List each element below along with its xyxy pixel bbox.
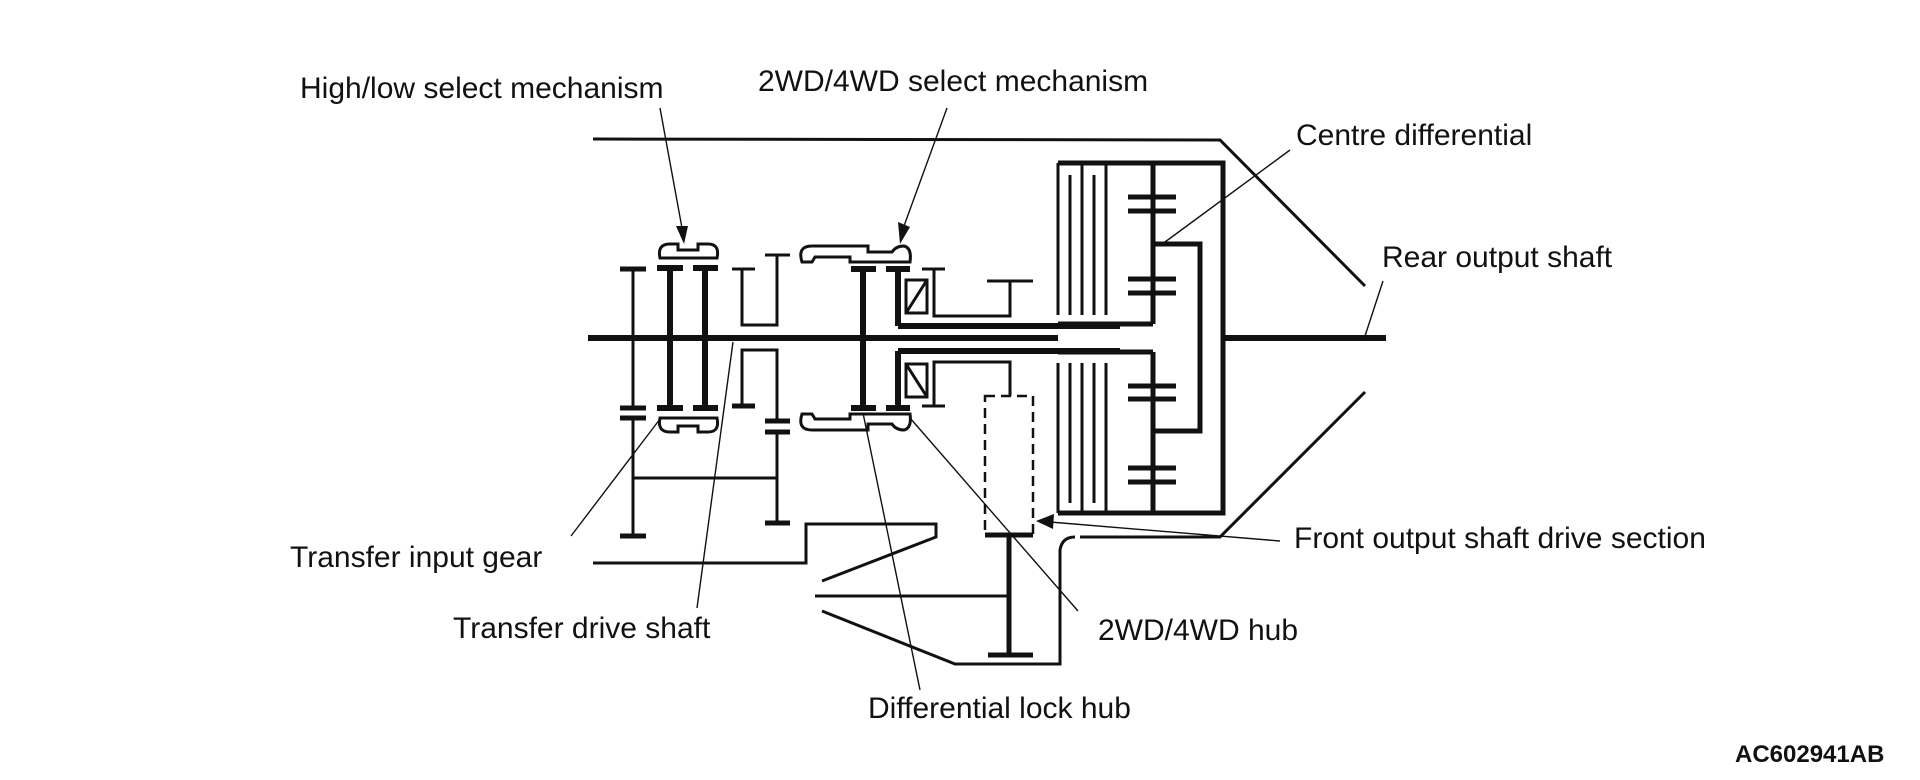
leader-lines — [570, 107, 1384, 691]
chain-drive — [983, 394, 1035, 537]
label-2wd-4wd-hub: 2WD/4WD hub — [1098, 614, 1298, 647]
high-low-sleeve-bottom — [658, 416, 720, 434]
label-2wd-4wd-select: 2WD/4WD select mechanism — [758, 65, 1148, 98]
label-transfer-drive-shaft: Transfer drive shaft — [453, 612, 711, 645]
label-centre-differential: Centre differential — [1296, 119, 1532, 152]
bearing-top — [904, 278, 929, 315]
label-high-low-select: High/low select mechanism — [300, 72, 663, 105]
twowd-sleeve-bottom — [799, 412, 912, 432]
label-front-output-drive: Front output shaft drive section — [1294, 522, 1706, 555]
label-rear-output-shaft: Rear output shaft — [1382, 241, 1613, 274]
label-transfer-input-gear: Transfer input gear — [290, 541, 542, 574]
centre-differential — [1056, 160, 1228, 516]
twowd-sleeve-top — [799, 244, 912, 264]
front-output-drive — [593, 522, 1076, 666]
figure-code: AC602941AB — [1735, 741, 1884, 768]
case-outline — [592, 137, 1367, 539]
bearing-bottom — [904, 362, 929, 399]
transfer-input-section — [620, 242, 790, 539]
high-low-sleeve-top — [658, 242, 720, 260]
twowd-fourwd-section — [799, 244, 1120, 538]
label-differential-lock-hub: Differential lock hub — [868, 692, 1131, 725]
